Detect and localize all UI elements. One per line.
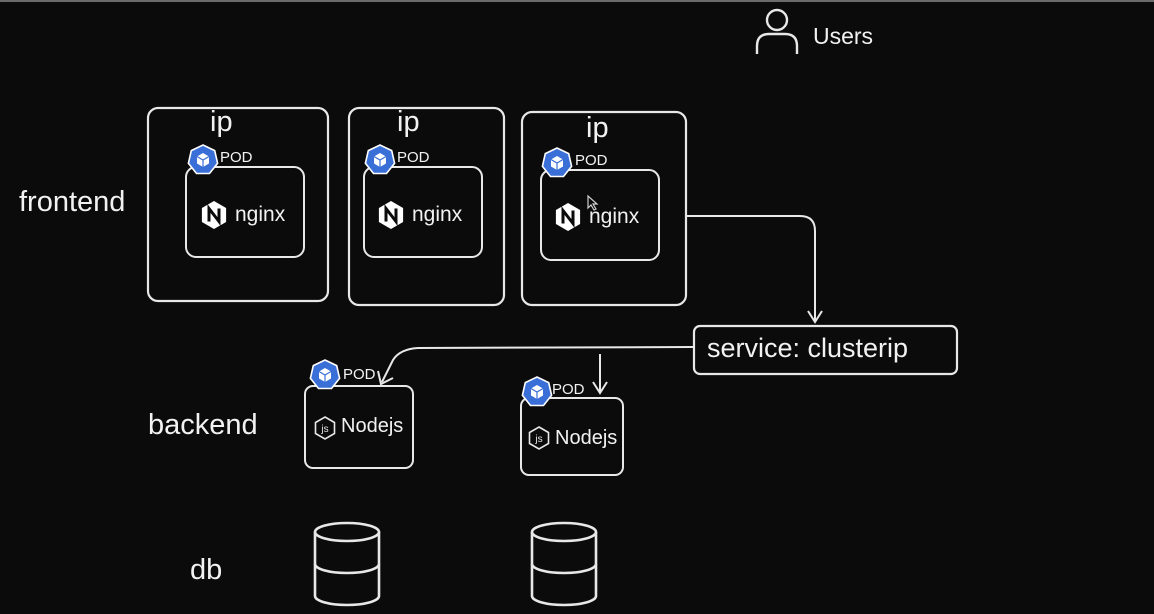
arrow-service-to-backend-2 <box>592 354 608 395</box>
database-icon <box>313 521 381 607</box>
pod-label: POD <box>552 381 585 398</box>
frontend-pod-box-2 <box>363 166 483 258</box>
kubernetes-pod-icon <box>541 147 573 178</box>
pod-label: POD <box>220 149 253 166</box>
frontend-ip-box-3 <box>520 110 688 307</box>
frontend-ip-box-2 <box>347 106 506 307</box>
nginx-icon <box>200 199 228 231</box>
row-label-db: db <box>190 554 223 586</box>
service-label: service: clusterip <box>707 333 909 363</box>
users-label: Users <box>813 23 874 49</box>
user-icon <box>755 8 799 54</box>
pod-label: POD <box>397 149 430 166</box>
pod-label: POD <box>575 152 608 169</box>
nginx-label: nginx <box>412 203 463 226</box>
database-icon <box>530 521 598 607</box>
ip-label: ip <box>397 106 420 138</box>
frontend-ip-box-1 <box>146 106 330 303</box>
pod-label: POD <box>343 366 376 383</box>
backend-pod-box-2 <box>520 397 624 476</box>
nginx-label: nginx <box>589 205 640 228</box>
kubernetes-pod-icon <box>187 144 219 175</box>
arrow-service-to-backend-1 <box>377 346 695 386</box>
service-clusterip-box <box>692 324 959 376</box>
frontend-pod-box-1 <box>185 166 305 258</box>
ip-label: ip <box>586 112 609 144</box>
row-label-frontend: frontend <box>19 186 126 218</box>
nginx-label: nginx <box>235 203 286 226</box>
frontend-pod-box-3 <box>540 169 660 261</box>
backend-pod-box-1 <box>304 385 414 469</box>
kubernetes-pod-icon <box>521 376 553 407</box>
kubernetes-pod-icon <box>309 359 341 390</box>
nodejs-label: Nodejs <box>341 415 404 437</box>
nodejs-icon <box>528 426 550 450</box>
nodejs-icon <box>314 416 336 440</box>
nginx-icon <box>377 199 405 231</box>
nginx-icon <box>554 201 582 233</box>
top-border <box>0 0 1154 2</box>
arrow-frontend-to-service <box>687 215 823 324</box>
ip-label: ip <box>210 106 233 138</box>
row-label-backend: backend <box>148 409 258 441</box>
mouse-cursor-icon <box>587 194 599 211</box>
kubernetes-pod-icon <box>364 144 396 175</box>
nodejs-label: Nodejs <box>555 427 618 449</box>
